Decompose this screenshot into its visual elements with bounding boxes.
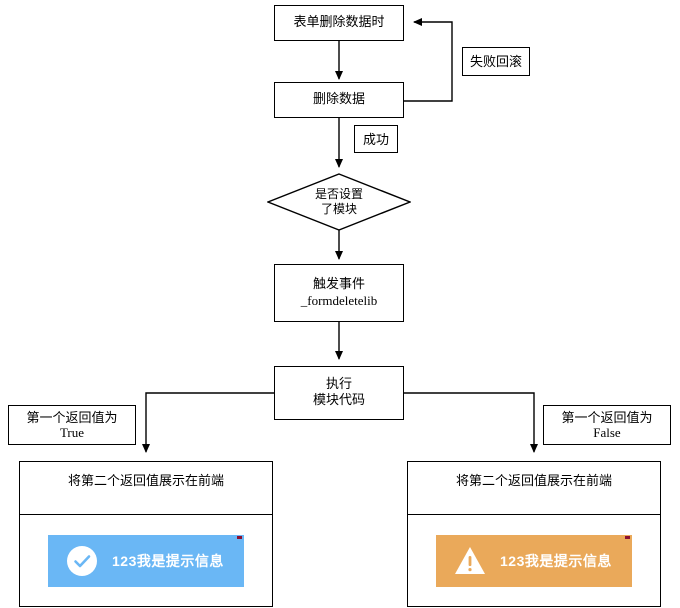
edge-label-success-text: 成功 bbox=[362, 131, 389, 147]
panel-warning-body: 123我是提示信息 bbox=[408, 515, 660, 606]
panel-success-header-label: 将第二个返回值展示在前端 bbox=[67, 473, 224, 488]
node-execute-module-code: 执行 模块代码 bbox=[274, 366, 404, 420]
toast-warning-message: 123我是提示信息 bbox=[500, 552, 612, 569]
panel-success-body: 123我是提示信息 bbox=[20, 515, 272, 606]
node-delete-data: 删除数据 bbox=[274, 82, 404, 118]
edge-label-return-false: 第一个返回值为 False bbox=[543, 405, 671, 445]
edge-label-rollback-text: 失败回滚 bbox=[469, 54, 522, 69]
edge-label-rollback: 失败回滚 bbox=[462, 47, 530, 76]
edge-label-success: 成功 bbox=[354, 125, 398, 153]
edge-label-return-false-value: False bbox=[593, 425, 621, 440]
panel-success: 将第二个返回值展示在前端 123我是提示信息 bbox=[19, 461, 273, 607]
node-execute-module-code-label: 执行 模块代码 bbox=[312, 377, 365, 408]
edge-label-return-true: 第一个返回值为 True bbox=[8, 405, 136, 445]
node-trigger-event: 触发事件 _formdeletelib bbox=[274, 264, 404, 322]
edge-label-return-false-text: 第一个返回值为 bbox=[561, 410, 653, 425]
toast-success-message: 123我是提示信息 bbox=[112, 552, 224, 569]
node-decision-module: 是否设置 了模块 bbox=[267, 173, 411, 231]
node-form-delete-trigger-label: 表单删除数据时 bbox=[293, 15, 385, 30]
node-trigger-event-label: 触发事件 bbox=[312, 277, 365, 292]
panel-warning-header-label: 将第二个返回值展示在前端 bbox=[455, 473, 612, 488]
toast-warning[interactable]: 123我是提示信息 bbox=[436, 534, 632, 587]
warning-triangle-icon bbox=[455, 546, 485, 574]
node-trigger-event-code: _formdeletelib bbox=[300, 293, 378, 308]
panel-success-header: 将第二个返回值展示在前端 bbox=[20, 462, 272, 515]
node-delete-data-label: 删除数据 bbox=[312, 92, 365, 107]
panel-warning: 将第二个返回值展示在前端 123我是提示信息 bbox=[407, 461, 661, 607]
edge-label-return-true-text: 第一个返回值为 bbox=[26, 410, 118, 425]
toast-success[interactable]: 123我是提示信息 bbox=[48, 534, 244, 587]
edge-label-return-true-value: True bbox=[59, 425, 85, 440]
node-form-delete-trigger: 表单删除数据时 bbox=[274, 5, 404, 41]
node-decision-module-label: 是否设置 了模块 bbox=[314, 187, 363, 216]
node-decision-module-label-wrap: 是否设置 了模块 bbox=[267, 173, 411, 231]
check-circle-icon bbox=[67, 545, 97, 576]
toast-success-corner-marker bbox=[237, 535, 242, 539]
toast-warning-corner-marker bbox=[625, 535, 630, 539]
panel-warning-header: 将第二个返回值展示在前端 bbox=[408, 462, 660, 515]
